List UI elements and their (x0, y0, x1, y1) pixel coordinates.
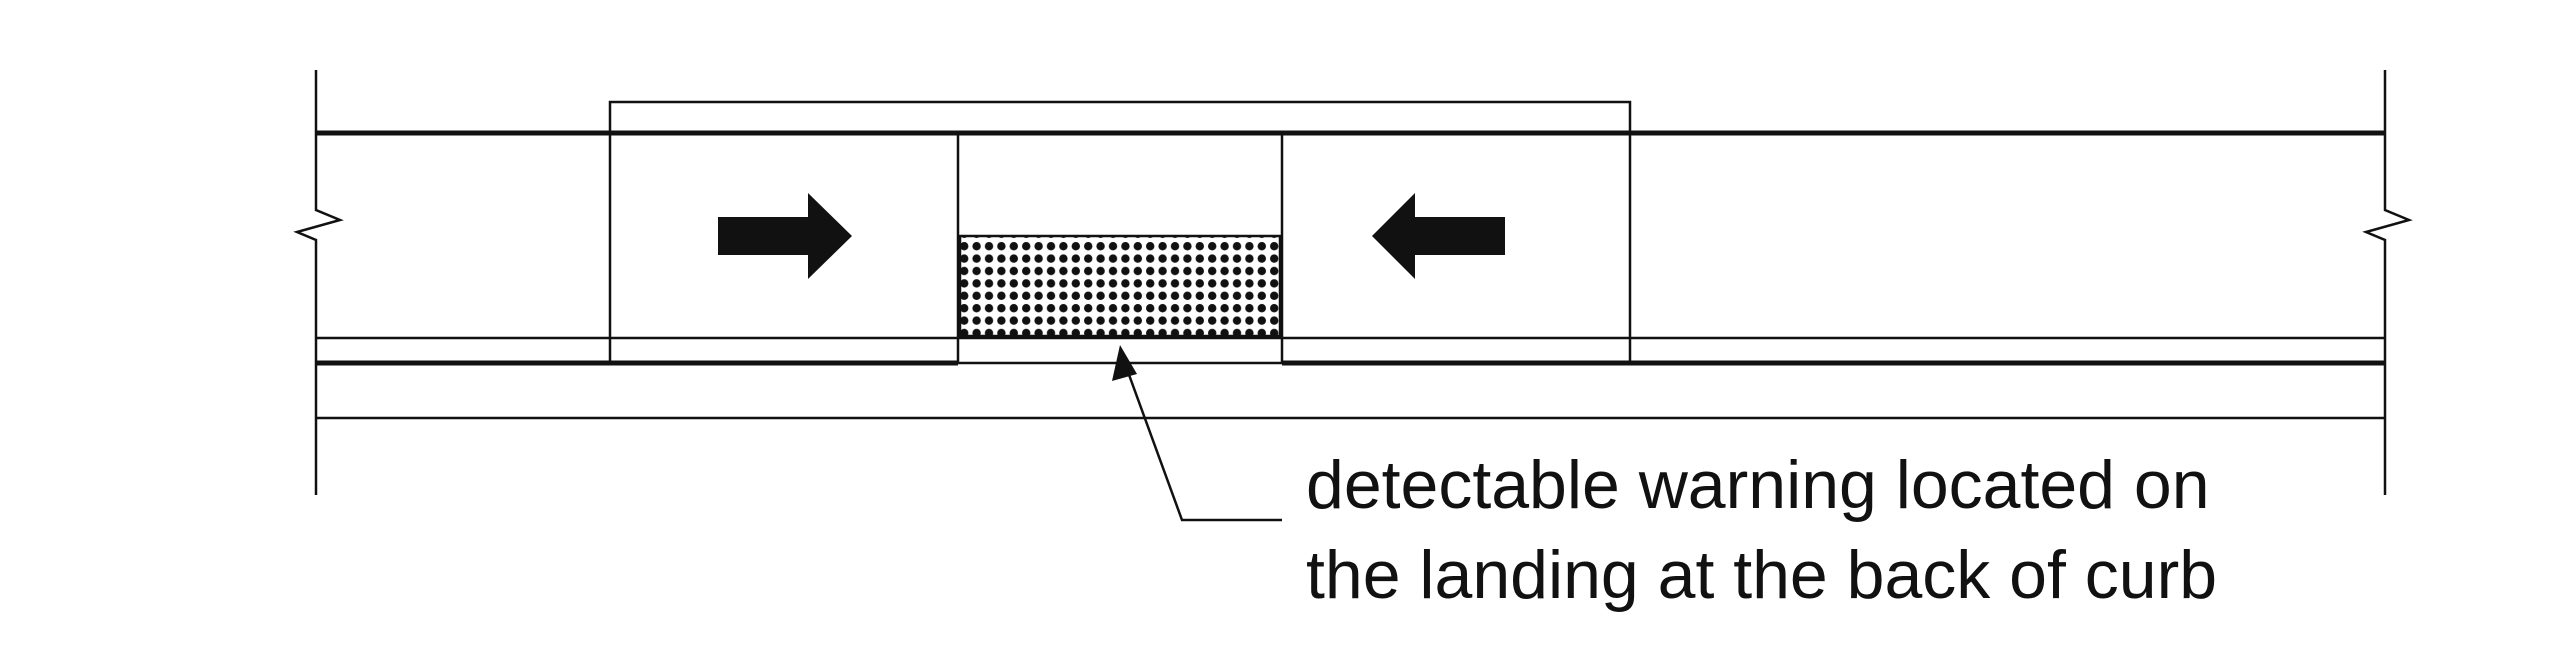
leader-arrowhead-icon (1112, 345, 1137, 381)
leader-line (1126, 371, 1282, 522)
right-break-line (2362, 70, 2413, 495)
ramp-outer-boundary (608, 100, 1632, 363)
left-break-line (293, 70, 344, 495)
ramp-outline (608, 100, 1632, 363)
callout-line-1: detectable warning located on (1306, 447, 2210, 523)
detectable-warning-surface (958, 234, 1282, 338)
callout-line-2: the landing at the back of curb (1306, 537, 2217, 613)
callout-leader (1112, 345, 1282, 522)
sidewalk-edges (293, 70, 2413, 495)
arrow-left-icon (1372, 193, 1505, 279)
arrow-right-icon (718, 193, 852, 279)
